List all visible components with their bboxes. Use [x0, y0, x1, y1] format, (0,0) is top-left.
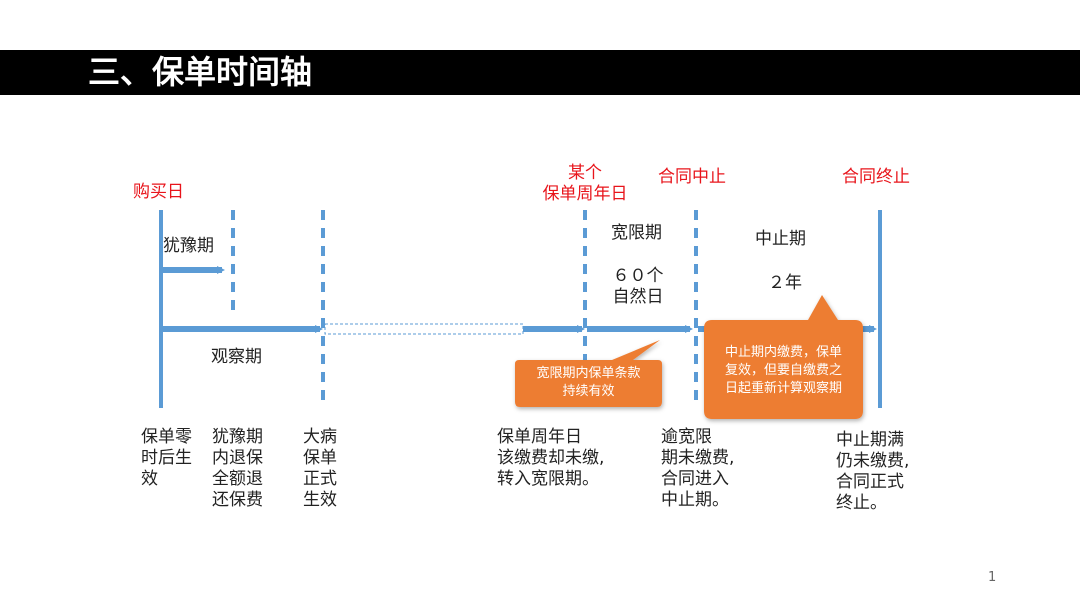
desc-line: 终止。 — [836, 493, 887, 513]
desc-line: 效 — [141, 469, 158, 489]
desc-line: 时后生 — [141, 448, 192, 468]
desc-line: 仍未缴费, — [836, 451, 910, 471]
grace-days-line1: ６０个 — [612, 266, 664, 286]
desc-line: 合同进入 — [661, 469, 729, 489]
desc-line: 期未缴费, — [661, 448, 735, 468]
desc-line: 保单零 — [141, 427, 192, 447]
desc-line: 保单周年日 — [497, 427, 582, 447]
desc-line: 逾宽限 — [661, 427, 712, 447]
cooling-off-label: 犹豫期 — [163, 236, 214, 256]
suspension-callout-line3: 日起重新计算观察期 — [724, 381, 842, 396]
grace-callout — [515, 340, 662, 407]
desc-line: 内退保 — [212, 448, 263, 468]
description-terminate: 中止期满 仍未缴费, 合同正式 终止。 — [836, 430, 909, 514]
axis-break — [324, 323, 524, 335]
description-observation-end: 大病 保单 正式 生效 — [303, 427, 337, 511]
desc-line: 中止期。 — [661, 490, 729, 510]
desc-line: 该缴费却未缴, — [497, 448, 605, 468]
description-purchase: 保单零 时后生 效 — [141, 427, 192, 490]
desc-line: 转入宽限期。 — [497, 469, 599, 489]
desc-line: 正式 — [303, 469, 337, 489]
desc-line: 生效 — [303, 490, 337, 510]
page-title: 三、保单时间轴 — [88, 53, 313, 91]
desc-line: 全额退 — [212, 469, 263, 489]
contract-terminate-label: 合同终止 — [842, 167, 910, 187]
suspension-callout-text: 中止期内缴费，保单 复效，但要自缴费之 日起重新计算观察期 — [704, 344, 863, 398]
grace-callout-line1: 宽限期内保单条款 — [536, 366, 641, 381]
description-cooling-off: 犹豫期 内退保 全额退 还保费 — [212, 427, 263, 511]
desc-line: 合同正式 — [836, 472, 904, 492]
desc-line: 中止期满 — [836, 430, 904, 450]
observation-label: 观察期 — [211, 347, 262, 367]
grace-days-line2: 自然日 — [612, 287, 664, 307]
grace-callout-line2: 持续有效 — [562, 384, 615, 399]
description-anniversary: 保单周年日 该缴费却未缴, 转入宽限期。 — [497, 427, 604, 490]
grace-callout-text: 宽限期内保单条款 持续有效 — [515, 365, 662, 401]
suspension-years-label: ２年 — [768, 273, 802, 293]
grace-label: 宽限期 — [611, 223, 662, 243]
desc-line: 犹豫期 — [212, 427, 263, 447]
grace-days-label: ６０个 自然日 — [602, 266, 674, 308]
description-suspend: 逾宽限 期未缴费, 合同进入 中止期。 — [661, 427, 734, 511]
desc-line: 还保费 — [212, 490, 263, 510]
suspension-callout — [704, 295, 863, 419]
anniversary-label: 某个 保单周年日 — [537, 163, 633, 205]
desc-line: 保单 — [303, 448, 337, 468]
anniversary-label-line2: 保单周年日 — [542, 184, 628, 204]
desc-line: 大病 — [303, 427, 337, 447]
purchase-day-label: 购买日 — [133, 182, 184, 202]
page-number: 1 — [988, 570, 997, 585]
suspension-callout-line1: 中止期内缴费，保单 — [724, 345, 842, 360]
contract-suspend-label: 合同中止 — [658, 167, 726, 187]
title-bar: 三、保单时间轴 — [0, 50, 1080, 95]
suspension-callout-line2: 复效，但要自缴费之 — [724, 363, 842, 378]
suspension-label: 中止期 — [755, 229, 806, 249]
anniversary-label-line1: 某个 — [568, 163, 602, 183]
